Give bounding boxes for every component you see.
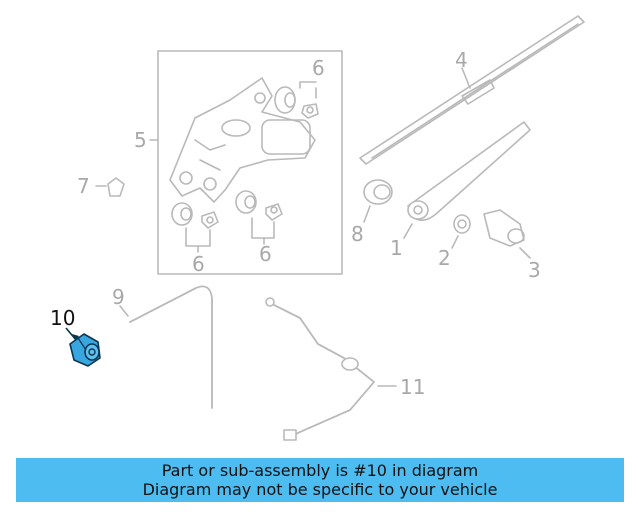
callout-3: 3: [528, 258, 541, 282]
callout-4: 4: [455, 48, 468, 72]
callout-1: 1: [390, 236, 403, 260]
highlighted-part-10[interactable]: [65, 327, 101, 367]
nut-part[interactable]: [451, 214, 471, 249]
callout-10: 10: [50, 306, 76, 330]
banner-line-2: Diagram may not be specific to your vehi…: [142, 480, 498, 499]
callout-5: 5: [134, 128, 147, 152]
callout-6-lower-right: 6: [259, 242, 272, 266]
callout-2: 2: [438, 246, 451, 270]
wiper-motor-part[interactable]: [169, 77, 316, 203]
banner-line-1: Part or sub-assembly is #10 in diagram: [161, 461, 479, 480]
callout-8: 8: [351, 222, 364, 246]
clip-part[interactable]: [95, 177, 125, 197]
cap-part[interactable]: [483, 209, 531, 259]
washer-hose-part[interactable]: [265, 297, 397, 441]
callout-7: 7: [77, 174, 90, 198]
callout-9: 9: [112, 285, 125, 309]
grommet-part[interactable]: [363, 179, 393, 223]
bushing-part-lower-left[interactable]: [171, 202, 219, 253]
bushing-part-upper[interactable]: [274, 81, 319, 119]
wiper-blade-part[interactable]: [359, 15, 585, 165]
callout-6-lower-left: 6: [192, 252, 205, 276]
bushing-part-lower-right[interactable]: [235, 190, 283, 245]
wiper-arm-part[interactable]: [403, 121, 531, 239]
callout-11: 11: [400, 375, 426, 399]
motor-group-box: [157, 50, 343, 275]
info-banner: Part or sub-assembly is #10 in diagram D…: [16, 458, 624, 502]
hose-part[interactable]: [119, 285, 213, 409]
callout-6-upper: 6: [312, 56, 325, 80]
